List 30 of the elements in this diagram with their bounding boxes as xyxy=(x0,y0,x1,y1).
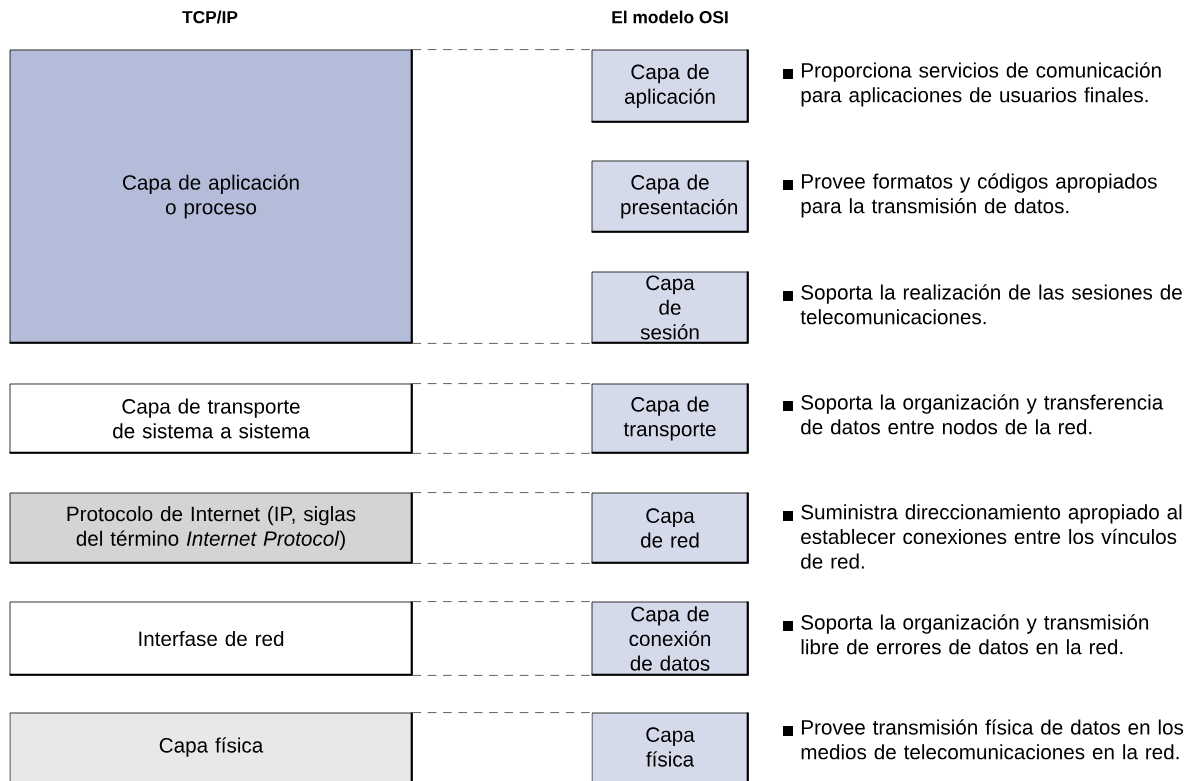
layer-box: Capa de sesión xyxy=(591,271,749,344)
layer-box: Capa de transporte de sistema a sistema xyxy=(9,383,413,454)
dashed-line xyxy=(411,452,593,454)
layer-box: Capa de conexión de datos xyxy=(591,601,749,676)
dashed-line xyxy=(411,601,593,603)
layer-box: Capa de transporte xyxy=(591,383,749,454)
column-heading: TCP/IP xyxy=(182,10,238,24)
layer-box: Capa de red xyxy=(591,492,749,564)
description-text: Proporciona servicios de comunicación para aplicaciones de usuarios finales. xyxy=(801,62,1161,107)
layer-box: Interfase de red xyxy=(9,601,413,676)
dashed-line xyxy=(411,712,593,714)
column-heading: El modelo OSI xyxy=(612,10,728,24)
dashed-line xyxy=(411,49,593,51)
layer-box: Capa de aplicación xyxy=(591,49,749,123)
description-text: Soporta la organización y transferencia de datos entre nodos de la red. xyxy=(801,394,1164,435)
description-text: Suministra direccionamiento apropiado al establecer conexiones entre los vínculos de red. xyxy=(801,504,1182,569)
dashed-line xyxy=(411,383,593,385)
dashed-line xyxy=(411,674,593,676)
dashed-line xyxy=(411,492,593,494)
dashed-line xyxy=(411,342,593,344)
layer-box: Capa de presentación xyxy=(591,160,749,233)
description-text: Provee formatos y códigos apropiados para la transmisión de datos. xyxy=(801,173,1157,218)
description-text: Provee transmisión física de datos en los medios de telecomunicaciones en la red. xyxy=(801,719,1184,760)
dashed-line xyxy=(411,562,593,564)
description-text: Soporta la organización y transmisión libre de errores de datos en la red. xyxy=(801,614,1149,655)
layer-box: Protocolo de Internet (IP, siglas del término Internet Protocol) xyxy=(9,492,413,564)
layer-box: Capa de aplicación o proceso xyxy=(9,49,413,344)
layer-box: Capa física xyxy=(591,712,749,781)
layer-box: Capa física xyxy=(9,712,413,781)
description-text: Soporta la realización de las sesiones de telecomunicaciones. xyxy=(800,284,1182,325)
